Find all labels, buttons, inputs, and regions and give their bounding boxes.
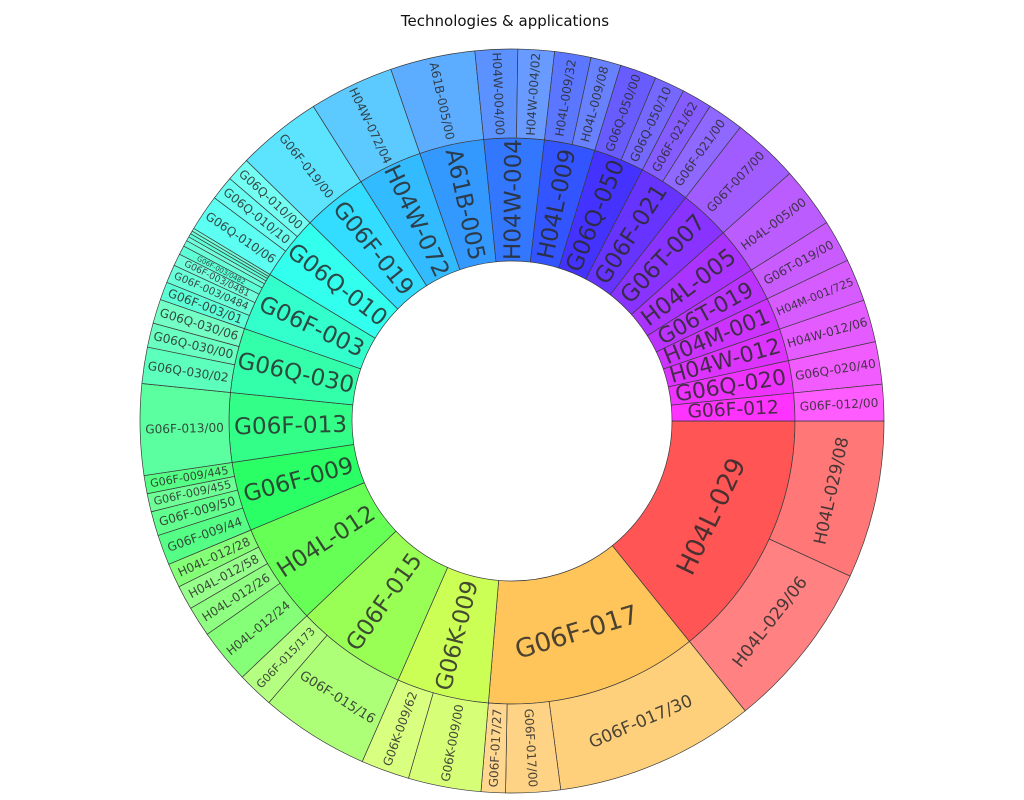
outer-segment-g06f-021-62 xyxy=(641,90,711,182)
outer-segment-g06f-017-00 xyxy=(505,701,562,794)
outer-segment-g06f-009-445 xyxy=(143,462,235,495)
outer-segment-h04l-029-06 xyxy=(688,538,851,712)
outer-segment-g06f-009-50 xyxy=(150,489,244,536)
outer-segment-a61b-005-00 xyxy=(390,50,485,154)
outer-segment-h04w-072-04 xyxy=(312,68,421,183)
outer-segment-g06f-015-173 xyxy=(241,615,328,704)
outer-segment-h04l-005-00 xyxy=(722,173,828,271)
outer-segment-h04m-001-725 xyxy=(766,259,865,330)
outer-segment-g06q-020-40 xyxy=(788,341,883,394)
outer-segment-h04l-012-28 xyxy=(168,529,260,588)
outer-segment-h04l-009-32 xyxy=(544,51,592,145)
outer-segment-g06q-010-00 xyxy=(229,159,311,238)
outer-segment-g06k-009-62 xyxy=(361,679,434,779)
outer-segment-g06f-003-0481 xyxy=(173,253,260,304)
outer-segment-g06f-009-455 xyxy=(146,475,238,513)
outer-segment-g06q-050-10 xyxy=(620,77,684,171)
outer-segment-g06f-012-00 xyxy=(793,383,885,422)
outer-segment-h04l-012-26 xyxy=(190,563,281,635)
outer-segment-h04l-012-58 xyxy=(178,546,268,609)
outer-segment-g06q-030-00 xyxy=(147,322,240,366)
outer-segment-g06f-019-00 xyxy=(245,105,362,224)
outer-segment-g06q-010-10 xyxy=(213,178,298,252)
outer-segment-g06f-021-00 xyxy=(662,105,741,199)
outer-segment-g06q-030-06 xyxy=(152,299,245,347)
outer-segment-g06q-030-02 xyxy=(141,346,236,393)
outer-segment-g06q-010-06 xyxy=(193,197,287,275)
outer-segment-h04l-009-08 xyxy=(571,57,622,151)
outer-segment-h04l-012-24 xyxy=(206,582,308,678)
outer-segment-g06f-015-16 xyxy=(268,634,399,762)
chart-title: Technologies & applications xyxy=(400,12,610,30)
outer-segment-g06f-003-4 xyxy=(183,240,265,289)
outer-segment-h04w-004-02 xyxy=(516,48,556,141)
outer-segment-g06f-017-27 xyxy=(480,702,508,794)
outer-ring xyxy=(139,48,885,794)
outer-segment-g06f-003-0482 xyxy=(179,245,263,295)
outer-segment-g06f-003-01 xyxy=(159,281,250,330)
outer-segment-g06q-050-00 xyxy=(594,64,657,161)
outer-segment-g06f-003-0484 xyxy=(166,264,256,316)
outer-segment-h04w-004-00 xyxy=(474,48,519,140)
inner-ring xyxy=(228,137,796,705)
outer-segment-g06f-009-44 xyxy=(157,507,252,565)
outer-segment-h04w-012-06 xyxy=(779,299,876,362)
outer-segment-g06t-019-00 xyxy=(750,222,848,300)
outer-segment-g06f-017-30 xyxy=(548,641,746,791)
outer-segment-g06k-009-00 xyxy=(408,692,489,793)
outer-segment-g06t-007-00 xyxy=(685,126,791,234)
outer-segment-g06f-013-00 xyxy=(139,383,233,476)
